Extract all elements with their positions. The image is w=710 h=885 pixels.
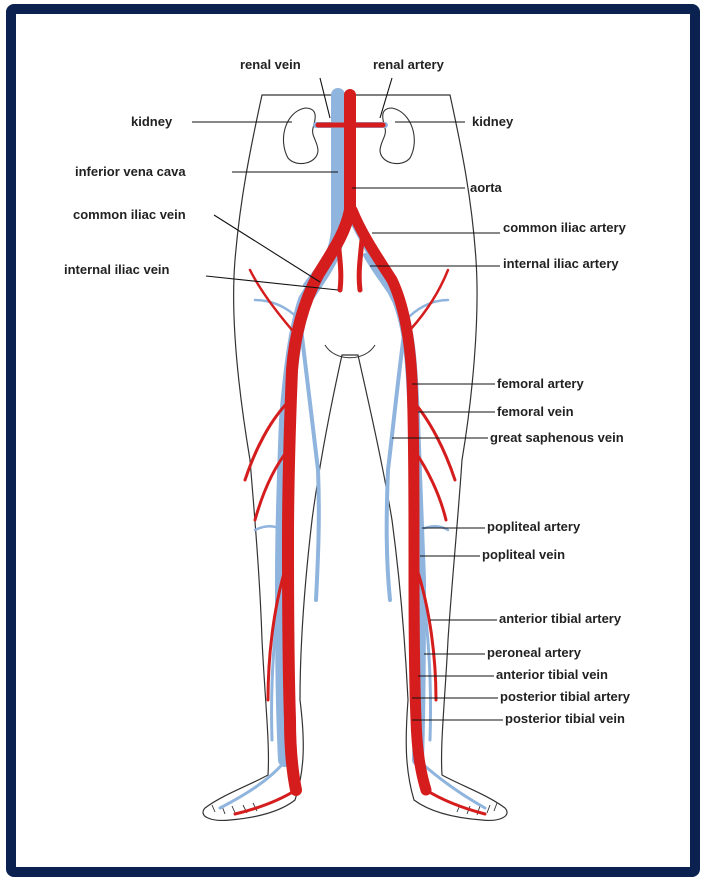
label-inferior-vena-cava: inferior vena cava — [75, 164, 186, 179]
label-posterior-tibial-artery: posterior tibial artery — [500, 689, 631, 704]
label-internal-iliac-vein: internal iliac vein — [64, 262, 170, 277]
label-anterior-tibial-vein: anterior tibial vein — [496, 667, 608, 682]
label-popliteal-artery: popliteal artery — [487, 519, 581, 534]
label-anterior-tibial-artery: anterior tibial artery — [499, 611, 622, 626]
label-renal-artery: renal artery — [373, 57, 445, 72]
label-renal-vein: renal vein — [240, 57, 301, 72]
label-popliteal-vein: popliteal vein — [482, 547, 565, 562]
label-common-iliac-vein: common iliac vein — [73, 207, 186, 222]
label-posterior-tibial-vein: posterior tibial vein — [505, 711, 625, 726]
label-internal-iliac-artery: internal iliac artery — [503, 256, 619, 271]
label-peroneal-artery: peroneal artery — [487, 645, 582, 660]
label-great-saphenous-vein: great saphenous vein — [490, 430, 624, 445]
label-kidney-left: kidney — [131, 114, 173, 129]
label-aorta: aorta — [470, 180, 503, 195]
label-femoral-vein: femoral vein — [497, 404, 574, 419]
label-kidney-right: kidney — [472, 114, 514, 129]
label-common-iliac-artery: common iliac artery — [503, 220, 627, 235]
label-femoral-artery: femoral artery — [497, 376, 584, 391]
